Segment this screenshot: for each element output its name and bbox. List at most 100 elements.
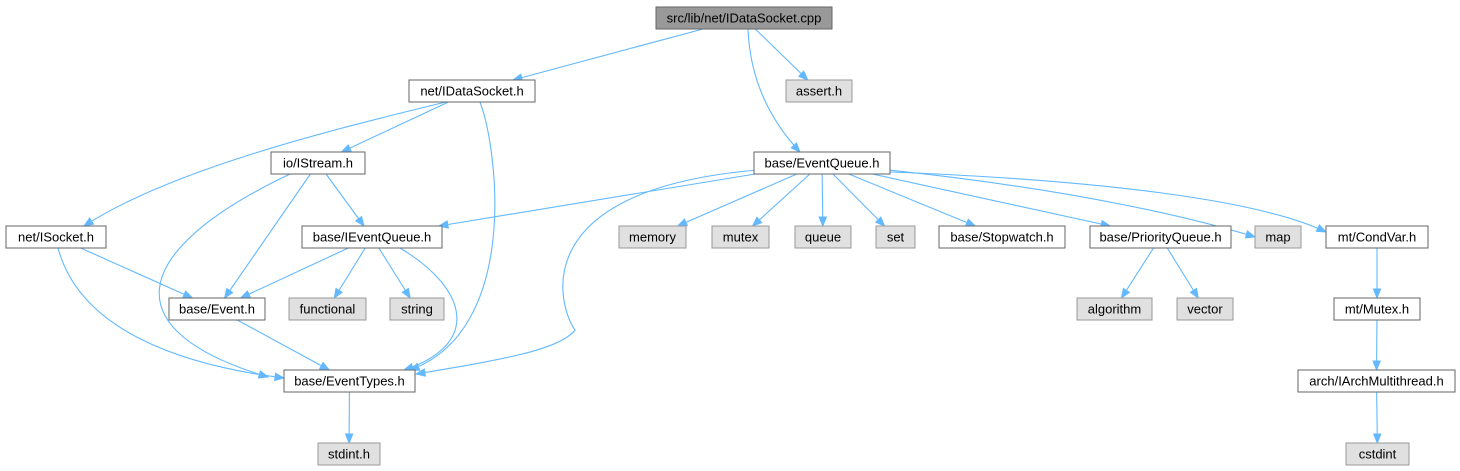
node-box [288,297,367,321]
node-iarchmultithread-h[interactable]: arch/IArchMultithread.h [1297,369,1456,393]
node-label: mt/CondVar.h [1338,230,1417,245]
node-label: algorithm [1088,302,1141,317]
edge-isocket_h-to-event_h [80,247,194,299]
edge-line [752,173,811,227]
edge-line [325,173,365,227]
edge-line [1121,247,1154,299]
node-priorityqueue-h[interactable]: base/PriorityQueue.h [1089,225,1232,249]
edge-root-to-idatasocket_h [511,28,704,82]
node-label: src/lib/net/IDataSocket.cpp [667,11,822,26]
node-ieventqueue-h[interactable]: base/IEventQueue.h [301,225,443,249]
node-set: set [875,225,916,249]
edge-iarchmultithread_h-to-cstdint [1372,391,1382,445]
edge-idatasocket_h-to-istream_h [340,101,449,153]
node-box [1345,442,1410,466]
edge-line [236,319,330,371]
node-label: queue [805,230,841,245]
edge-ieventqueue_h-to-event_h [239,247,349,299]
edge-arrowhead [340,144,352,153]
node-functional: functional [288,297,367,321]
node-mutex: mutex [711,225,770,249]
edge-line [378,247,411,299]
node-string: string [389,297,445,321]
edge-line [409,101,496,371]
edge-mutex_h-to-iarchmultithread_h [1372,319,1381,372]
edge-arrowhead [1120,287,1131,300]
edge-line [512,28,704,81]
edge-arrowhead [318,361,331,371]
node-box [1176,297,1234,321]
edge-arrowhead [1372,288,1382,300]
edge-condvar_h-to-mutex_h [1372,248,1382,300]
node-box [1325,225,1429,249]
edge-event_h-to-eventtypes_h [236,319,331,371]
edge-line [333,247,366,299]
edge-arrowhead [333,287,343,300]
edge-eventtypes_h-to-stdint_h [344,391,354,445]
node-mutex-h[interactable]: mt/Mutex.h [1333,297,1421,321]
edge-line [889,171,1327,233]
node-istream-h[interactable]: io/IStream.h [270,151,366,175]
edge-ieventqueue_h-to-functional [333,247,366,300]
edge-arrowhead [964,218,977,227]
node-idatasocket-h[interactable]: net/IDataSocket.h [408,79,536,103]
edge-line [677,173,798,227]
edge-eventqueue_h-to-memory [676,173,798,227]
node-label: arch/IArchMultithread.h [1309,374,1443,389]
node-label: base/EventQueue.h [765,156,880,171]
edge-istream_h-to-event_h [223,173,311,300]
edge-line [747,28,801,153]
node-box [5,225,107,249]
edge-line [341,101,449,153]
node-box [938,225,1066,249]
node-box [711,225,770,249]
edge-arrowhead [874,216,886,227]
edge-arrowhead [274,372,286,382]
node-box [1254,225,1302,249]
edge-root-to-assert_h [754,28,809,81]
node-eventqueue-h[interactable]: base/EventQueue.h [753,151,891,175]
node-box [283,369,416,393]
node-isocket-h[interactable]: net/ISocket.h [5,225,107,249]
edge-line [872,173,1111,227]
node-label: mt/Mutex.h [1345,302,1409,317]
node-box [794,225,852,249]
edge-eventqueue_h-to-queue [818,173,828,228]
node-label: io/IStream.h [283,156,353,171]
edge-arrowhead [1189,287,1199,300]
node-vector: vector [1176,297,1234,321]
node-box [753,151,891,175]
node-event-h[interactable]: base/Event.h [168,297,266,321]
node-label: vector [1187,302,1223,317]
edge-line [832,173,885,227]
node-box [875,225,916,249]
node-label: base/Stopwatch.h [950,230,1053,245]
node-label: assert.h [796,84,842,99]
edge-arrowhead [1315,223,1328,233]
node-memory: memory [618,225,687,249]
edge-priorityqueue_h-to-vector [1166,247,1199,300]
node-label: cstdint [1359,447,1397,462]
node-stopwatch-h[interactable]: base/Stopwatch.h [938,225,1066,249]
node-condvar-h[interactable]: mt/CondVar.h [1325,225,1429,249]
edge-line [1166,247,1199,299]
node-label: base/PriorityQueue.h [1099,230,1221,245]
node-box [785,79,853,103]
node-box [301,225,443,249]
edge-arrowhead [1372,360,1381,372]
node-root[interactable]: src/lib/net/IDataSocket.cpp [655,6,833,30]
node-algorithm: algorithm [1076,297,1153,321]
edge-line [848,173,976,227]
edge-line [438,173,756,227]
edge-eventqueue_h-to-stopwatch_h [848,173,977,227]
edge-line [399,247,458,371]
node-eventtypes-h[interactable]: base/EventTypes.h [283,369,416,393]
node-cstdint: cstdint [1345,442,1410,466]
edge-eventqueue_h-to-condvar_h [889,171,1328,233]
edge-line [57,247,285,379]
edge-arrowhead [239,290,252,299]
node-box [317,442,381,466]
edge-eventqueue_h-to-eventtypes_h [414,169,759,377]
edge-root-to-eventqueue_h [747,28,801,153]
